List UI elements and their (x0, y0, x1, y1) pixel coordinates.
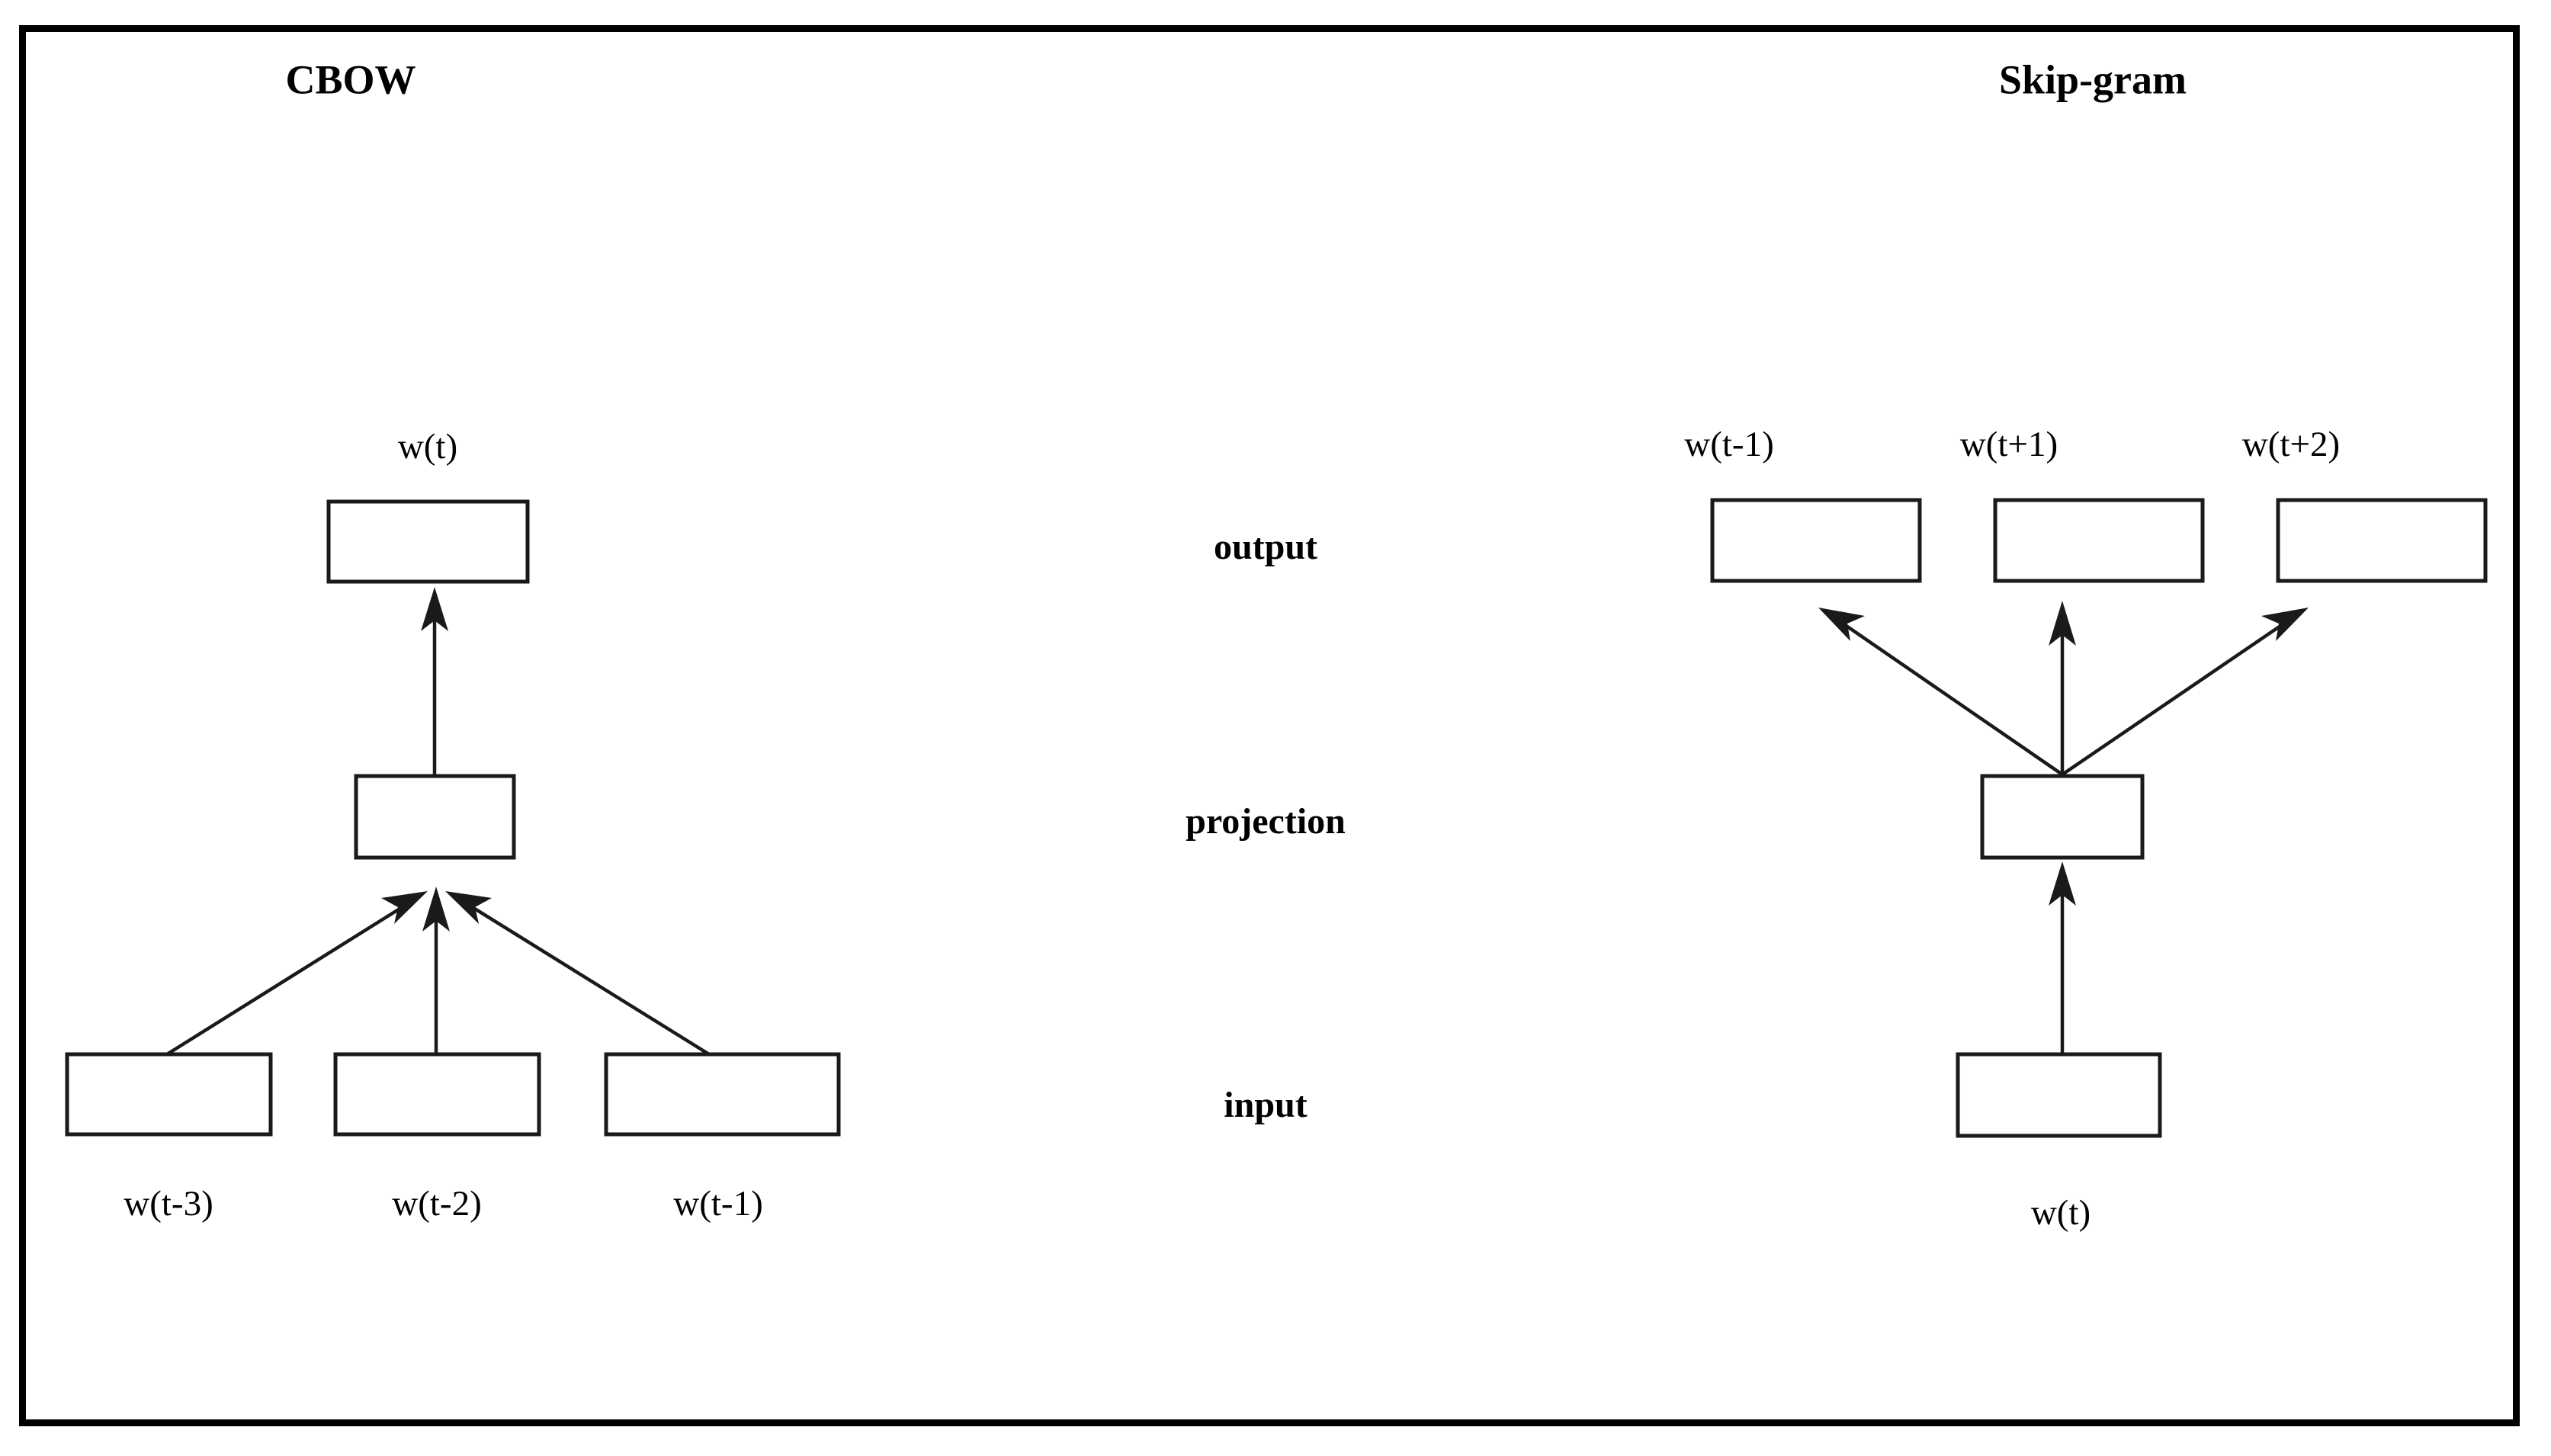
cbow-input-label-3: w(t-1) (673, 1184, 762, 1223)
skipgram-output-box-2[interactable] (1993, 498, 2205, 583)
layer-label-input: input (1224, 1085, 1307, 1125)
cbow-edge-input1-to-projection (165, 891, 428, 1056)
skipgram-output-label-3: w(t+2) (2242, 425, 2340, 464)
layer-label-projection: projection (1186, 801, 1346, 842)
skipgram-edge-projection-to-output3 (2061, 608, 2309, 776)
skipgram-edge-projection-to-output2 (2049, 601, 2076, 775)
cbow-edge-projection-to-output (421, 587, 448, 776)
skipgram-projection-box[interactable] (1980, 774, 2145, 860)
skipgram-output-box-3[interactable] (2276, 498, 2488, 583)
skipgram-edge-projection-to-output1 (1818, 608, 2064, 776)
cbow-edge-input3-to-projection (445, 891, 711, 1056)
skipgram-output-box-1[interactable] (1710, 498, 1922, 583)
layer-label-output: output (1214, 527, 1317, 567)
cbow-input-label-1: w(t-3) (124, 1184, 213, 1223)
skipgram-output-label-2: w(t+1) (1960, 425, 2058, 464)
cbow-output-box[interactable] (326, 499, 530, 584)
cbow-input-box-1[interactable] (65, 1052, 273, 1137)
skipgram-input-box[interactable] (1956, 1052, 2162, 1138)
skipgram-edge-input-to-projection (2049, 861, 2076, 1054)
cbow-input-label-2: w(t-2) (392, 1184, 481, 1223)
skipgram-title: Skip-gram (1999, 56, 2187, 102)
cbow-projection-box[interactable] (354, 774, 516, 860)
cbow-edge-input2-to-projection (422, 887, 450, 1054)
skipgram-output-label-1: w(t-1) (1684, 425, 1773, 464)
cbow-output-label: w(t) (398, 427, 457, 467)
cbow-input-box-3[interactable] (604, 1052, 841, 1137)
cbow-title: CBOW (285, 56, 416, 102)
cbow-input-box-2[interactable] (333, 1052, 541, 1137)
skipgram-input-label: w(t) (2031, 1193, 2091, 1233)
